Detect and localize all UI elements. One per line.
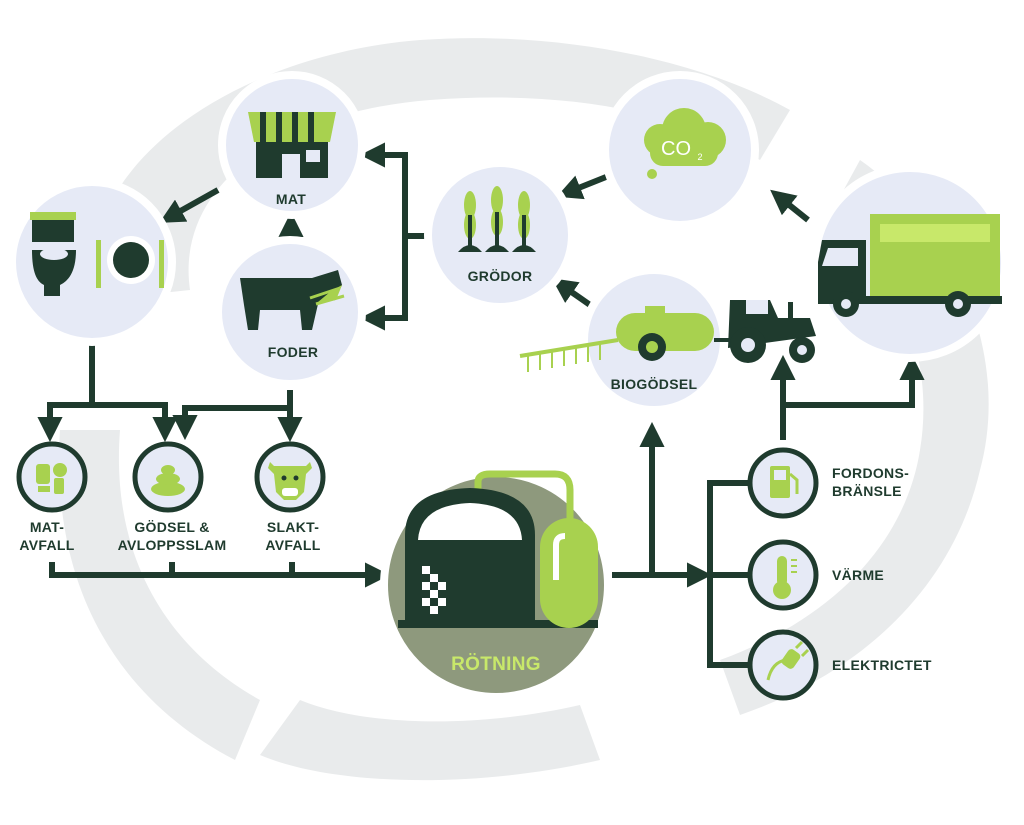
- fordon-label-2: BRÄNSLE: [832, 483, 902, 499]
- node-rotning: RÖTNING: [380, 469, 612, 701]
- manure-icon: [151, 465, 185, 496]
- tractor-icon: [519, 300, 816, 372]
- rotning-label: RÖTNING: [451, 654, 541, 675]
- input-matavfall: MAT- AVFALL: [16, 441, 88, 553]
- godsel-label-1: GÖDSEL &: [134, 519, 209, 535]
- node-foder: FODER: [214, 236, 366, 388]
- shop-icon: [248, 112, 336, 178]
- node-mat: MAT: [218, 71, 366, 219]
- node-biogodsel: BIOGÖDSEL: [519, 266, 816, 414]
- connectors: [37, 142, 925, 668]
- plate-icon: [96, 236, 164, 288]
- output-varme: VÄRME: [747, 539, 884, 611]
- co2-label: CO: [661, 138, 691, 160]
- wheat-icon: [458, 186, 536, 252]
- cow-icon: [240, 270, 345, 330]
- cloud-icon: [644, 108, 726, 179]
- cow-head-icon: [268, 462, 312, 500]
- digester-icon: [398, 470, 598, 628]
- varme-label: VÄRME: [832, 567, 884, 583]
- node-grodor: GRÖDOR: [424, 159, 576, 311]
- toilet-icon: [30, 212, 76, 296]
- foder-label: FODER: [268, 344, 319, 360]
- food-waste-icon: [36, 463, 67, 494]
- slakt-label-1: SLAKT-: [267, 519, 319, 535]
- slakt-label-2: AVFALL: [265, 537, 320, 553]
- matavfall-label-1: MAT-: [30, 519, 64, 535]
- node-co2: CO 2: [601, 71, 759, 229]
- godsel-label-2: AVLOPPSSLAM: [118, 537, 227, 553]
- thermometer-icon: [773, 556, 797, 599]
- output-fordonsbransle: FORDONS- BRÄNSLE: [747, 447, 909, 519]
- fordon-label-1: FORDONS-: [832, 465, 909, 481]
- biogodsel-label: BIOGÖDSEL: [611, 376, 698, 392]
- el-label: ELEKTRICTET: [832, 657, 932, 673]
- input-godsel: GÖDSEL & AVLOPPSSLAM: [118, 441, 227, 553]
- mat-label: MAT: [276, 191, 306, 207]
- matavfall-label-2: AVFALL: [19, 537, 74, 553]
- truck-icon: [818, 214, 1002, 317]
- grodor-label: GRÖDOR: [468, 268, 533, 284]
- node-consumption: [8, 178, 176, 346]
- input-slaktavfall: SLAKT- AVFALL: [254, 441, 326, 553]
- fuel-pump-icon: [770, 466, 799, 498]
- output-elektricitet: ELEKTRICTET: [747, 629, 932, 701]
- co2-subscript: 2: [697, 152, 702, 162]
- plug-icon: [766, 640, 810, 681]
- node-truck: [811, 164, 1009, 362]
